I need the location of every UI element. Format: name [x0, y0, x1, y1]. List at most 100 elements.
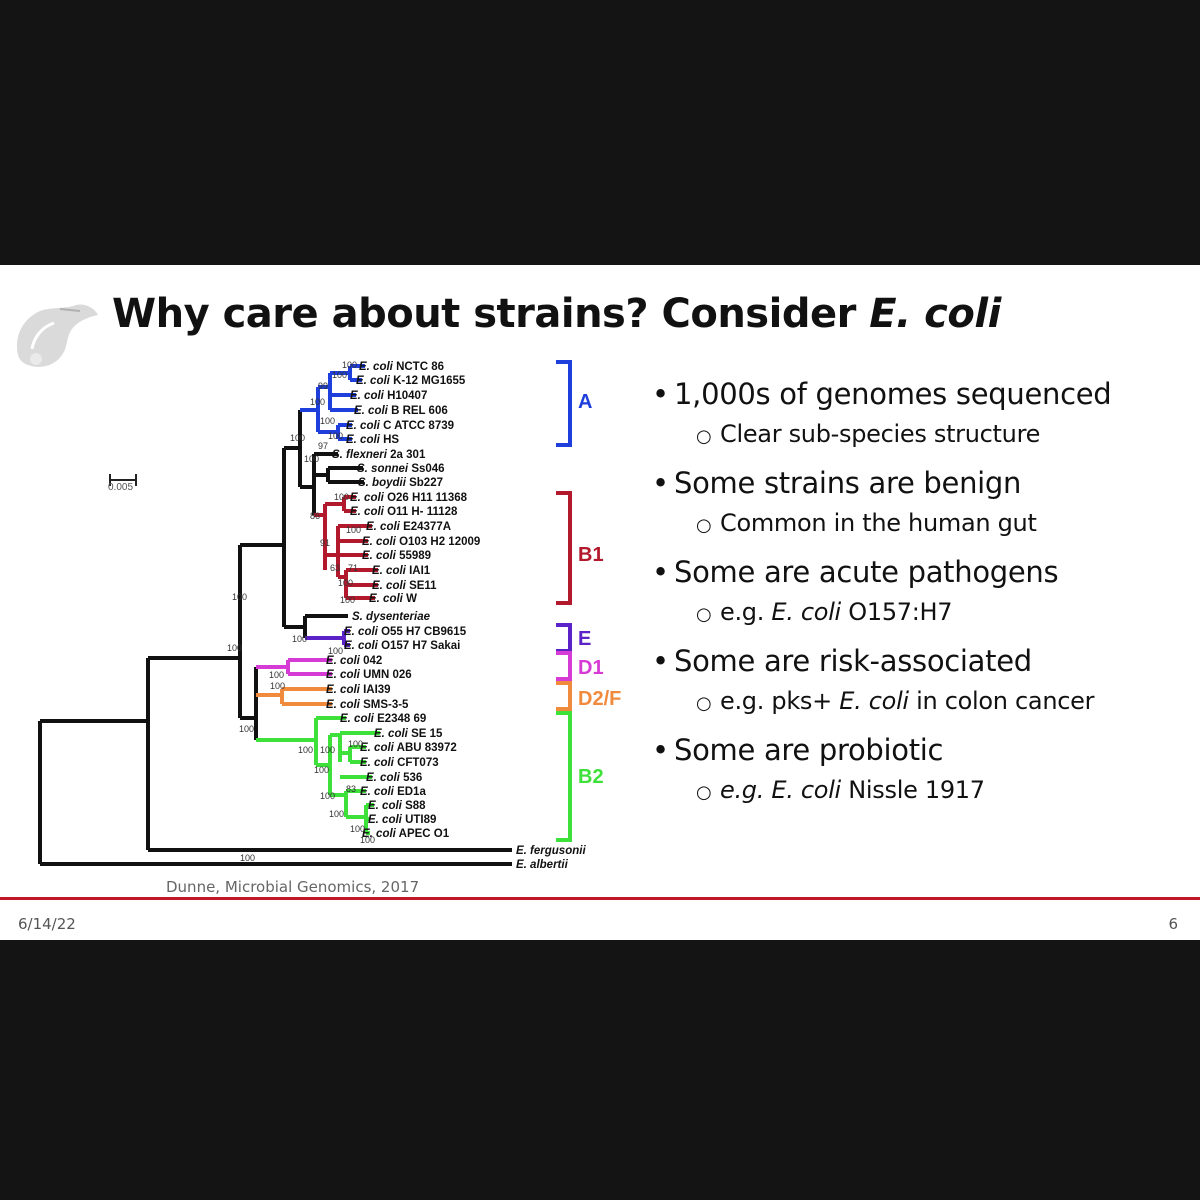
tree-leaf-label: E. coli ED1a [360, 786, 426, 798]
bootstrap-value: 100 [328, 646, 343, 656]
sub-bullet-pks: ○e.g. pks+ E. coli in colon cancer [696, 687, 1095, 715]
tree-leaf-label: E. coli C ATCC 8739 [346, 420, 454, 432]
bullet-risk-text: Some are risk-associated [674, 644, 1032, 678]
slide: Why care about strains? Consider E. coli… [0, 265, 1200, 940]
bullet-benign-text: Some strains are benign [674, 466, 1022, 500]
tree-leaf-label: E. coli E24377A [366, 521, 451, 533]
clade-bracket [556, 491, 572, 605]
bootstrap-value: 100 [240, 853, 255, 863]
bootstrap-value: 100 [239, 724, 254, 734]
clade-bracket [556, 711, 572, 842]
bootstrap-value: 100 [340, 595, 355, 605]
bullet-probiotic: •Some are probiotic [652, 733, 944, 767]
bootstrap-value: 100 [338, 578, 353, 588]
tree-leaf-label: S. boydii Sb227 [358, 477, 443, 489]
tree-leaf-label: E. coli APEC O1 [362, 828, 450, 840]
tree-leaf-label: E. coli O55 H7 CB9615 [344, 626, 467, 638]
clade-bracket [556, 360, 572, 447]
tree-leaf-label: E. coli O11 H- 11128 [350, 506, 458, 518]
title-italic: E. coli [869, 291, 1001, 337]
scale-bar: 0.005 [108, 474, 137, 493]
bootstrap-value: 100 [269, 670, 284, 680]
clade-label: B1 [578, 544, 604, 566]
tree-leaf-label: E. coli UTI89 [368, 814, 436, 826]
tree-leaf-label: E. coli H10407 [350, 390, 427, 402]
sub-bullet-o157-post: O157:H7 [840, 598, 953, 626]
bootstrap-value: 100 [298, 745, 313, 755]
bootstrap-value: 100 [350, 824, 365, 834]
bootstrap-value: 100 [270, 681, 285, 691]
bootstrap-value: 83 [346, 784, 356, 794]
bootstrap-value: 100 [320, 416, 335, 426]
slide-number: 6 [1168, 915, 1178, 933]
tree-leaf-label: E. coli SMS-3-5 [326, 699, 409, 711]
bullet-genomes: •1,000s of genomes sequenced [652, 377, 1112, 411]
sub-bullet-structure: ○Clear sub-species structure [696, 420, 1041, 448]
bootstrap-value: 97 [318, 441, 328, 451]
clade-label: D1 [578, 657, 604, 679]
bootstrap-value: 71 [348, 563, 358, 573]
sub-bullet-pks-post: in colon cancer [908, 687, 1095, 715]
tree-leaf-label: E. coli 55989 [362, 550, 431, 562]
tree-leaf-label: S. flexneri 2a 301 [332, 449, 426, 461]
bootstrap-value: 100 [348, 739, 363, 749]
tree-leaf-label: E. coli SE 15 [374, 728, 443, 740]
bullet-benign: •Some strains are benign [652, 466, 1022, 500]
bootstrap-value: 100 [310, 397, 325, 407]
footer-divider [0, 897, 1200, 900]
bullet-risk: •Some are risk-associated [652, 644, 1032, 678]
tree-leaf-label: E. coli IAI39 [326, 684, 391, 696]
slide-date: 6/14/22 [18, 915, 76, 933]
tree-leaf-label: E. coli 042 [326, 655, 382, 667]
clade-label: A [578, 391, 592, 413]
citation: Dunne, Microbial Genomics, 2017 [166, 878, 420, 896]
bootstrap-value: 100 [320, 791, 335, 801]
tree-leaf-label: E. coli O26 H11 11368 [350, 492, 468, 504]
sub-bullet-gut: ○Common in the human gut [696, 509, 1037, 537]
clade-bracket [556, 651, 572, 681]
bootstrap-value: 100 [360, 835, 375, 845]
tree-leaf-label: E. coli B REL 606 [354, 405, 448, 417]
tree-leaf-label: E. coli CFT073 [360, 757, 439, 769]
slide-title: Why care about strains? Consider E. coli [112, 291, 1001, 337]
tree-leaf-label: E. coli K-12 MG1655 [356, 375, 466, 387]
bootstrap-value: 100 [227, 643, 242, 653]
bootstrap-value: 91 [320, 538, 330, 548]
sub-bullet-structure-text: Clear sub-species structure [720, 420, 1041, 448]
tree-leaf-label: E. coli SE11 [372, 580, 437, 592]
tree-leaf-label: E. coli 536 [366, 772, 422, 784]
bootstrap-value: 86 [310, 511, 320, 521]
tree-leaf-label: E. coli ABU 83972 [360, 742, 457, 754]
tree-leaf-label: S. sonnei Ss046 [357, 463, 445, 475]
sub-bullet-nissle-italic: e.g. E. coli [720, 776, 841, 804]
clade-label: E [578, 628, 591, 650]
bootstrap-value: 100 [290, 433, 305, 443]
bullet-pathogens-text: Some are acute pathogens [674, 555, 1059, 589]
scale-label: 0.005 [108, 482, 133, 493]
bootstrap-value: 100 [329, 809, 344, 819]
tree-leaf-label: E. coli NCTC 86 [359, 361, 444, 373]
bullet-list: •1,000s of genomes sequenced ○Clear sub-… [652, 373, 1192, 818]
bullet-pathogens: •Some are acute pathogens [652, 555, 1059, 589]
bootstrap-value: 99 [318, 381, 328, 391]
tree-leaf-label: E. coli S88 [368, 800, 426, 812]
bootstrap-value: 100 [320, 745, 335, 755]
bootstrap-value: 100 [314, 765, 329, 775]
sub-bullet-gut-text: Common in the human gut [720, 509, 1037, 537]
bootstrap-value: 100 [328, 431, 343, 441]
tree-leaf-label: E. coli W [369, 593, 417, 605]
tree-leaf-label: E. coli O157 H7 Sakai [344, 640, 460, 652]
tree-leaf-label: S. dysenteriae [352, 611, 431, 623]
bootstrap-value: 63 [330, 563, 340, 573]
tree-leaf-label: E. albertii [516, 859, 569, 871]
bootstrap-value: 100 [342, 360, 357, 370]
tree-leaf-label: E. coli IAI1 [372, 565, 431, 577]
bootstrap-value: 100 [292, 634, 307, 644]
sub-bullet-o157-italic: E. coli [771, 598, 841, 626]
clade-bracket [556, 623, 572, 653]
sub-bullet-pks-pre: e.g. pks+ [720, 687, 840, 715]
tree-leaf-label: E. coli UMN 026 [326, 669, 412, 681]
clade-bracket [556, 681, 572, 711]
title-main: Why care about strains? Consider [112, 291, 870, 337]
bootstrap-value: 100 [332, 370, 347, 380]
